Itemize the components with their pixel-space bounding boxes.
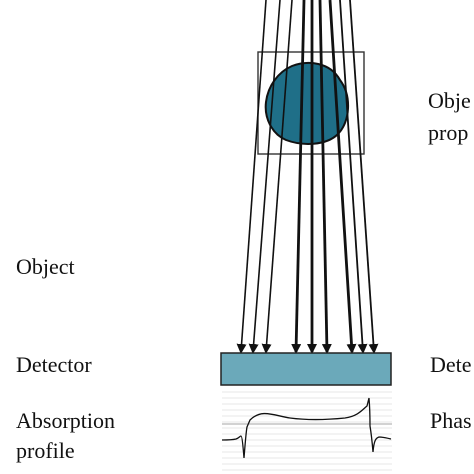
ray-arrow-9 xyxy=(349,0,379,354)
absorption-profile-label-line1: Absorption xyxy=(16,408,115,433)
ray-arrow-6 xyxy=(318,0,332,354)
phase-profile-label: Phas xyxy=(430,408,472,433)
object-properties-label-line1: Obje xyxy=(428,88,471,113)
absorption-profile-label-line2: profile xyxy=(16,438,75,463)
detector-right-label: Dete xyxy=(430,352,472,377)
absorption-profile-curve xyxy=(221,397,392,459)
profile-grid xyxy=(222,391,392,471)
ray-arrow-8 xyxy=(339,0,368,354)
ray-arrow-4 xyxy=(291,0,306,354)
ray-bundle xyxy=(236,0,379,354)
ray-arrow-7 xyxy=(328,0,357,354)
object-properties-label-line2: prop xyxy=(428,120,469,145)
ray-arrow-1 xyxy=(236,0,267,354)
ray-arrow-3 xyxy=(261,0,293,354)
detector-plate-icon xyxy=(220,352,392,386)
object-label: Object xyxy=(16,254,75,279)
ray-arrow-2 xyxy=(248,0,281,354)
detector-label: Detector xyxy=(16,352,92,377)
